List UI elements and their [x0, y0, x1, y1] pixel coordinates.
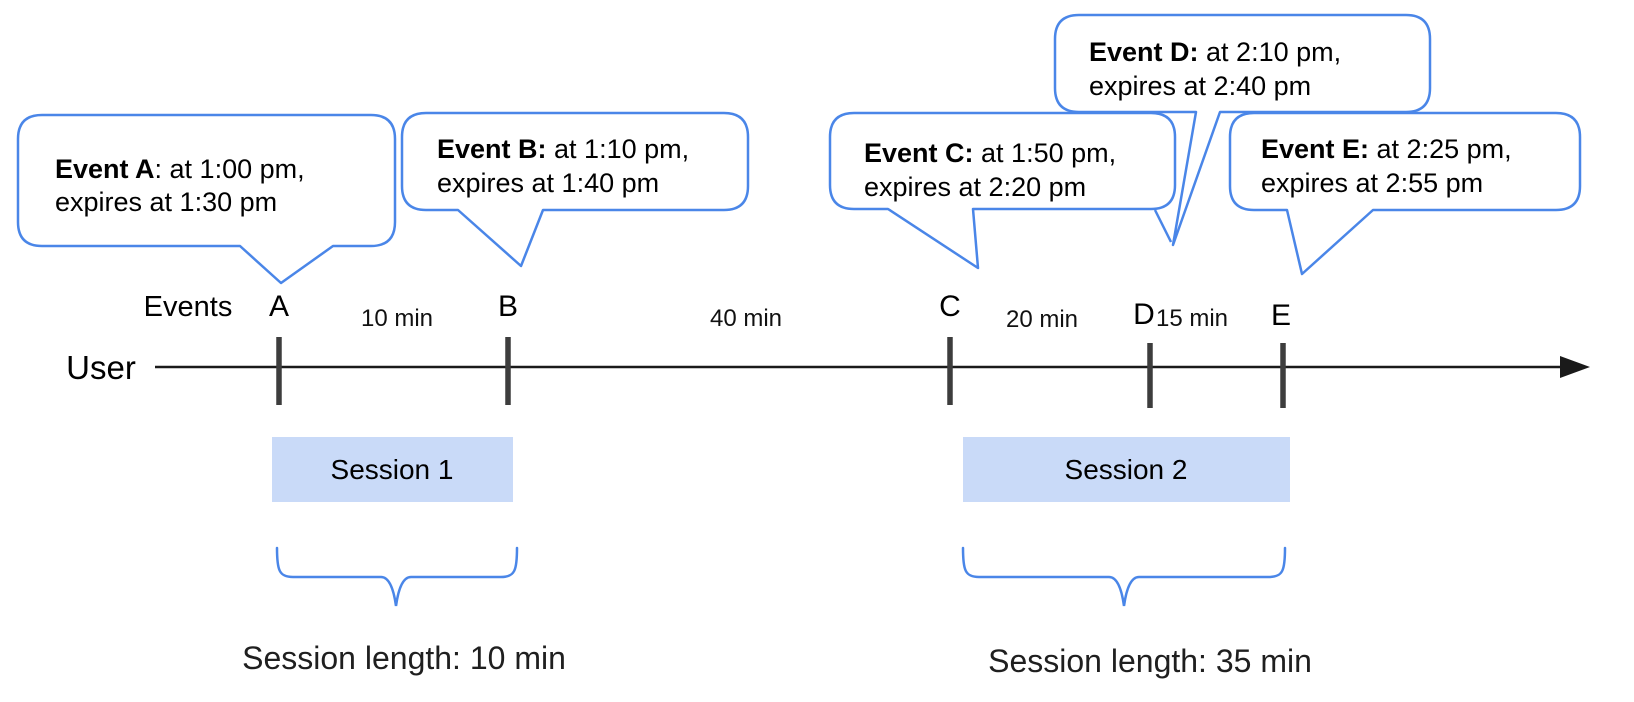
callout-event-c-bubble — [828, 111, 1177, 270]
session-1-box — [272, 437, 513, 502]
callout-event-d-bubble — [1053, 13, 1432, 247]
callout-event-b: Event B: at 1:10 pm, expires at 1:40 pm — [400, 111, 750, 268]
callout-event-e: Event E: at 2:25 pm, expires at 2:55 pm — [1228, 111, 1582, 276]
session-2-group: Session 2 Session length: 35 min — [961, 437, 1312, 679]
timeline-axis: Events User A B C D E 10 min 40 min 20 m… — [66, 290, 1590, 408]
callout-event-b-bubble — [400, 111, 750, 268]
callout-event-e-line2: expires at 2:55 pm — [1261, 168, 1483, 198]
tick-label-b: B — [498, 290, 518, 323]
events-row-label: Events — [144, 291, 233, 323]
tick-label-e: E — [1271, 299, 1291, 332]
callout-event-c-line1: Event C: at 1:50 pm, — [864, 138, 1116, 168]
callout-event-c: Event C: at 1:50 pm, expires at 2:20 pm — [828, 111, 1177, 270]
callout-event-a-bubble — [16, 113, 397, 285]
callout-event-d-line1: Event D: at 2:10 pm, — [1089, 37, 1341, 67]
callout-event-d: Event D: at 2:10 pm, expires at 2:40 pm — [1053, 13, 1432, 247]
session-2-box — [963, 437, 1290, 502]
callout-event-e-bubble — [1228, 111, 1582, 276]
session-2-length-label: Session length: 35 min — [988, 643, 1312, 679]
session-1-brace — [275, 546, 519, 607]
session-2-brace — [961, 546, 1287, 607]
callout-event-c-line2: expires at 2:20 pm — [864, 172, 1086, 202]
callout-event-b-line2: expires at 1:40 pm — [437, 168, 659, 198]
tick-label-c: C — [939, 290, 961, 323]
interval-label-c-d: 20 min — [1006, 306, 1078, 333]
interval-label-b-c: 40 min — [710, 305, 782, 332]
callout-event-b-line1: Event B: at 1:10 pm, — [437, 134, 689, 164]
session-1-group: Session 1 Session length: 10 min — [242, 437, 566, 676]
callout-event-a: Event A: at 1:00 pm, expires at 1:30 pm — [16, 113, 397, 285]
callout-event-a-line2: expires at 1:30 pm — [55, 187, 277, 217]
timeline-arrowhead-icon — [1560, 356, 1590, 378]
callout-event-d-line2: expires at 2:40 pm — [1089, 71, 1311, 101]
session-2-label: Session 2 — [1065, 454, 1188, 485]
interval-label-a-b: 10 min — [361, 305, 433, 332]
session-1-length-label: Session length: 10 min — [242, 640, 566, 676]
interval-label-d-e: 15 min — [1156, 305, 1228, 332]
callout-event-d-tail-edge — [1153, 209, 1173, 243]
tick-label-a: A — [269, 290, 289, 323]
callout-event-a-line1: Event A: at 1:00 pm, — [55, 154, 305, 184]
callout-event-e-line1: Event E: at 2:25 pm, — [1261, 134, 1512, 164]
tick-label-d: D — [1133, 298, 1155, 331]
session-1-label: Session 1 — [331, 454, 454, 485]
user-row-label: User — [66, 349, 136, 386]
